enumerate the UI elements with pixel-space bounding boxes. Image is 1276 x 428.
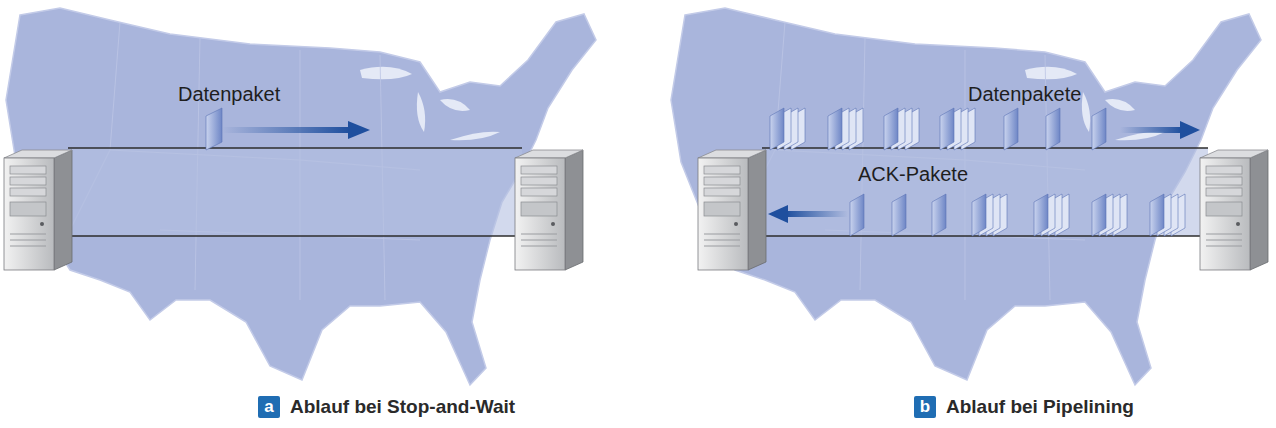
packet xyxy=(884,108,898,150)
packet-label: Datenpakete xyxy=(968,82,1081,106)
packet xyxy=(1046,108,1060,150)
packet xyxy=(972,194,986,236)
packet xyxy=(1034,194,1048,236)
badge-letter: a xyxy=(264,397,273,416)
packet xyxy=(940,108,954,150)
packet xyxy=(932,194,946,236)
caption-badge: b xyxy=(914,396,936,418)
ack-label: ACK-Pakete xyxy=(858,162,968,186)
packet xyxy=(892,194,906,236)
badge-letter: b xyxy=(920,397,930,416)
packet xyxy=(1004,108,1018,150)
caption-badge: a xyxy=(258,396,280,418)
packet xyxy=(828,108,842,150)
packet xyxy=(1092,194,1106,236)
packet xyxy=(1150,194,1164,236)
caption: Ablauf bei Pipelining xyxy=(946,395,1134,419)
packet-label: Datenpaket xyxy=(178,82,280,106)
packet xyxy=(770,108,784,150)
packet xyxy=(850,194,864,236)
packet xyxy=(1092,108,1106,150)
caption: Ablauf bei Stop-and-Wait xyxy=(290,395,515,419)
